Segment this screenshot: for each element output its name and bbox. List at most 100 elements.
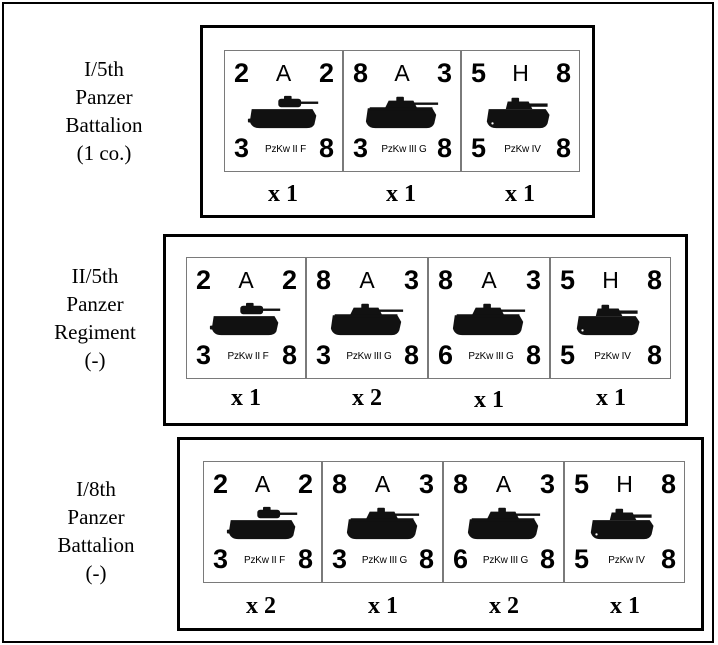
attack-type: A bbox=[254, 471, 271, 497]
quantity-label: x 2 bbox=[246, 593, 276, 619]
move-value: 8 bbox=[418, 544, 434, 574]
unit-name: PzKw III G bbox=[381, 144, 427, 155]
unit-name: PzKw III G bbox=[482, 555, 529, 566]
attack-value: 8 bbox=[438, 265, 454, 295]
defense-value: 3 bbox=[539, 469, 555, 499]
defense-value: 2 bbox=[318, 58, 334, 88]
attack-value: 5 bbox=[471, 58, 487, 88]
tank-medium-icon bbox=[346, 507, 419, 540]
tank-heavy-icon bbox=[576, 304, 639, 336]
defense-value: 8 bbox=[660, 469, 676, 499]
counter-pzkw-iv[interactable]: 5 H 8 5 PzKw IV 8 bbox=[564, 461, 685, 583]
counter-pzkw-iv[interactable]: 5 H 8 5 PzKw IV 8 bbox=[461, 50, 580, 172]
unit-name: PzKw III G bbox=[346, 351, 392, 362]
unit-name: PzKw III G bbox=[361, 555, 408, 566]
attack-value: 5 bbox=[574, 469, 590, 499]
move-value: 8 bbox=[525, 340, 541, 370]
move-value: 8 bbox=[539, 544, 555, 574]
attack-type: A bbox=[495, 471, 512, 497]
counter-pzkw-iii-g[interactable]: 8 A 3 3 PzKw III G 8 bbox=[322, 461, 443, 583]
range-value: 3 bbox=[213, 544, 229, 574]
unit-name: PzKw IV bbox=[608, 555, 645, 566]
attack-value: 8 bbox=[332, 469, 348, 499]
move-value: 8 bbox=[318, 133, 334, 163]
counter-pzkw-ii-f[interactable]: 2 A 2 3 PzKw II F 8 bbox=[203, 461, 322, 583]
attack-value: 2 bbox=[196, 265, 212, 295]
unit-group-ii-5th-panzer-regiment: 2 A 2 3 PzKw II F 8 8 A 3 3 PzKw III G 8… bbox=[163, 234, 688, 426]
defense-value: 3 bbox=[436, 58, 452, 88]
unit-name: PzKw IV bbox=[504, 144, 541, 155]
range-value: 5 bbox=[471, 133, 487, 163]
unit-name: PzKw II F bbox=[227, 351, 269, 362]
attack-type: H bbox=[616, 471, 633, 497]
unit-name: PzKw II F bbox=[265, 144, 306, 155]
attack-value: 2 bbox=[213, 469, 229, 499]
unit-label-i-5th-panzer-battalion: I/5th Panzer Battalion (1 co.) bbox=[65, 57, 143, 165]
attack-value: 8 bbox=[453, 469, 469, 499]
tank-heavy-icon bbox=[590, 508, 653, 540]
range-value: 3 bbox=[332, 544, 348, 574]
counter-pzkw-iii-g[interactable]: 8 A 3 6 PzKw III G 8 bbox=[443, 461, 564, 583]
move-value: 8 bbox=[281, 340, 297, 370]
counter-pzkw-iii-g[interactable]: 8 A 3 3 PzKw III G 8 bbox=[306, 257, 428, 379]
defense-value: 3 bbox=[418, 469, 434, 499]
unit-name: PzKw IV bbox=[594, 351, 631, 362]
attack-type: A bbox=[481, 267, 497, 293]
unit-label-ii-5th-panzer-regiment: II/5th Panzer Regiment (-) bbox=[54, 264, 136, 372]
tank-medium-icon bbox=[330, 303, 404, 336]
range-value: 3 bbox=[353, 133, 369, 163]
tank-light-icon bbox=[209, 302, 281, 336]
unit-name: PzKw II F bbox=[244, 555, 285, 566]
unit-name: PzKw III G bbox=[468, 351, 514, 362]
quantity-label: x 1 bbox=[505, 181, 535, 207]
attack-type: H bbox=[602, 267, 619, 293]
tank-light-icon bbox=[247, 95, 318, 129]
quantity-label: x 1 bbox=[610, 593, 640, 619]
quantity-label: x 1 bbox=[268, 181, 298, 207]
move-value: 8 bbox=[297, 544, 313, 574]
range-value: 6 bbox=[438, 340, 454, 370]
defense-value: 2 bbox=[281, 265, 297, 295]
counter-pzkw-iv[interactable]: 5 H 8 5 PzKw IV 8 bbox=[550, 257, 671, 379]
defense-value: 8 bbox=[555, 58, 571, 88]
quantity-label: x 1 bbox=[596, 385, 626, 411]
range-value: 3 bbox=[316, 340, 332, 370]
attack-type: A bbox=[275, 60, 292, 86]
defense-value: 3 bbox=[403, 265, 419, 295]
move-value: 8 bbox=[403, 340, 419, 370]
range-value: 5 bbox=[574, 544, 590, 574]
counter-pzkw-ii-f[interactable]: 2 A 2 3 PzKw II F 8 bbox=[224, 50, 343, 172]
quantity-label: x 2 bbox=[489, 593, 519, 619]
attack-type: A bbox=[374, 471, 391, 497]
range-value: 3 bbox=[196, 340, 212, 370]
quantity-label: x 1 bbox=[386, 181, 416, 207]
tank-heavy-icon bbox=[486, 97, 549, 129]
range-value: 3 bbox=[234, 133, 250, 163]
attack-value: 2 bbox=[234, 58, 250, 88]
tank-medium-icon bbox=[467, 507, 540, 540]
tank-light-icon bbox=[226, 506, 297, 540]
counter-pzkw-iii-g[interactable]: 8 A 3 3 PzKw III G 8 bbox=[343, 50, 461, 172]
tank-medium-icon bbox=[452, 303, 526, 336]
range-value: 5 bbox=[560, 340, 576, 370]
defense-value: 8 bbox=[646, 265, 662, 295]
quantity-label: x 2 bbox=[352, 385, 382, 411]
counter-pzkw-ii-f[interactable]: 2 A 2 3 PzKw II F 8 bbox=[186, 257, 306, 379]
move-value: 8 bbox=[555, 133, 571, 163]
range-value: 6 bbox=[453, 544, 469, 574]
attack-value: 5 bbox=[560, 265, 576, 295]
attack-value: 8 bbox=[353, 58, 369, 88]
attack-type: H bbox=[512, 60, 529, 86]
move-value: 8 bbox=[646, 340, 662, 370]
defense-value: 2 bbox=[297, 469, 313, 499]
attack-type: A bbox=[394, 60, 410, 86]
quantity-label: x 1 bbox=[474, 387, 504, 413]
move-value: 8 bbox=[436, 133, 452, 163]
counter-pzkw-iii-g[interactable]: 8 A 3 6 PzKw III G 8 bbox=[428, 257, 550, 379]
unit-label-i-8th-panzer-battalion: I/8th Panzer Battalion (-) bbox=[57, 477, 135, 585]
defense-value: 3 bbox=[525, 265, 541, 295]
move-value: 8 bbox=[660, 544, 676, 574]
quantity-label: x 1 bbox=[368, 593, 398, 619]
tank-medium-icon bbox=[365, 96, 439, 129]
